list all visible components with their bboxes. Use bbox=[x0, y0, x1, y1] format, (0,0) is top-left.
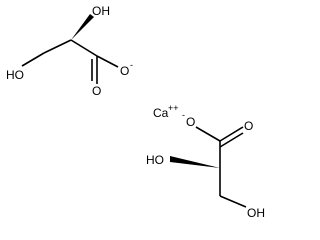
atom-carbonyl-oxygen-upper: O bbox=[92, 84, 101, 98]
atom-carbonyl-oxygen-lower: O bbox=[244, 119, 253, 133]
bond-chiral-carboxyl-upper bbox=[70, 39, 98, 57]
bond-ho-ch2-upper bbox=[21, 52, 45, 67]
bond-c-ominus-lower bbox=[195, 126, 221, 142]
wedge-bond-chiral-oh-lower bbox=[170, 156, 220, 168]
atom-carboxylate-oxygen-upper: O bbox=[120, 64, 129, 78]
atom-calcium: Ca bbox=[153, 106, 169, 120]
atom-ho-left-upper: HO bbox=[6, 68, 24, 82]
atom-oh-bottom: OH bbox=[247, 206, 265, 220]
double-bond-co-lower-a bbox=[219, 126, 244, 142]
glycerate-anion-lower: O - O HO OH bbox=[146, 110, 265, 220]
bond-ch2-chiral-upper bbox=[43, 39, 72, 54]
atom-ho-left-lower: HO bbox=[146, 153, 164, 167]
charge-minus-upper: - bbox=[130, 60, 133, 70]
glycerate-anion-upper: OH HO O O - bbox=[6, 4, 133, 98]
calcium-cation: Ca ++ bbox=[153, 103, 179, 120]
bond-c-ominus-upper bbox=[96, 55, 119, 68]
bond-ch2-oh-lower bbox=[219, 195, 247, 208]
structure-canvas: OH HO O O - Ca ++ O - O HO OH bbox=[6, 4, 265, 220]
atom-oh-top: OH bbox=[92, 4, 110, 18]
charge-minus-lower: - bbox=[182, 110, 185, 120]
double-bond-co-lower-b bbox=[219, 132, 244, 148]
atom-carboxylate-oxygen-lower: O bbox=[186, 115, 195, 129]
charge-plus-plus: ++ bbox=[168, 103, 179, 113]
wedge-bond-chiral-oh-upper bbox=[71, 14, 94, 40]
